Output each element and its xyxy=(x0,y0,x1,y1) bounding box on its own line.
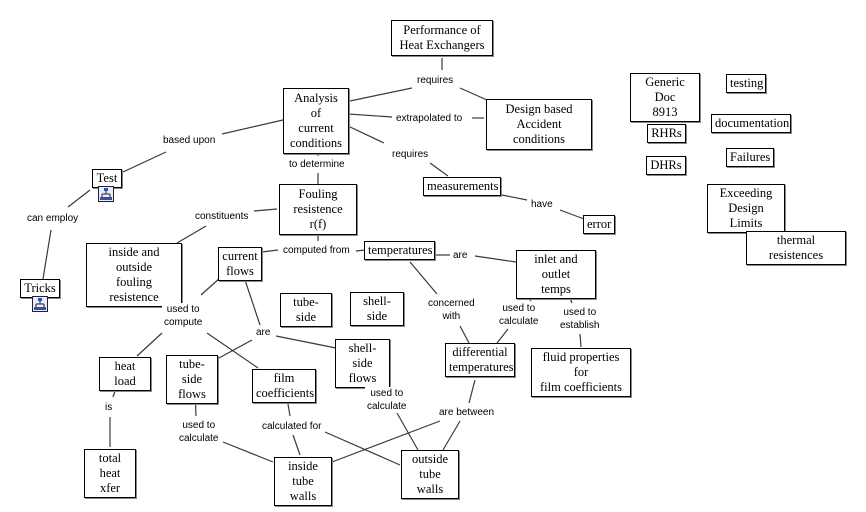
connector xyxy=(501,194,528,201)
link-label-calculated-for[interactable]: calculated for xyxy=(260,420,324,433)
connector xyxy=(67,189,91,208)
link-label-used-to-establish[interactable]: used to establish xyxy=(558,306,602,332)
node-thermal-resistences[interactable]: thermal resistences xyxy=(746,231,846,265)
connector xyxy=(347,113,393,118)
node-performance-of-heat-exchangers[interactable]: Performance of Heat Exchangers xyxy=(391,20,493,56)
connector xyxy=(331,420,441,463)
link-label-used-to-calculate[interactable]: used to calculate xyxy=(365,387,409,413)
node-fouling-resistence[interactable]: Fouling resistence r(f) xyxy=(279,184,357,235)
link-label-to-determine[interactable]: to determine xyxy=(287,158,347,171)
connector xyxy=(429,162,449,177)
connector xyxy=(253,208,278,212)
node-dhrs[interactable]: DHRs xyxy=(646,156,686,175)
connector xyxy=(459,87,488,101)
node-error[interactable]: error xyxy=(583,215,615,234)
connector xyxy=(324,431,401,466)
link-label-extrapolated-to[interactable]: extrapolated to xyxy=(394,112,465,125)
link-label-constituents[interactable]: constituents xyxy=(193,210,251,223)
connector xyxy=(474,255,517,263)
node-shell-side[interactable]: shell-side xyxy=(350,292,404,326)
node-failures[interactable]: Failures xyxy=(726,148,774,167)
node-test[interactable]: Test xyxy=(92,169,122,188)
concept-map-icon[interactable] xyxy=(32,296,48,312)
link-label-are[interactable]: are xyxy=(451,249,470,262)
link-label-is[interactable]: is xyxy=(103,401,115,414)
node-design-based-accident-conditions[interactable]: Design based Accident conditions xyxy=(486,99,592,150)
node-film-coefficients[interactable]: film coefficients xyxy=(252,369,316,403)
connector xyxy=(409,261,438,295)
connector xyxy=(442,420,461,451)
link-label-used-to-calculate[interactable]: used to calculate xyxy=(177,419,221,445)
connector xyxy=(292,434,301,456)
link-label-used-to-compute[interactable]: used to compute xyxy=(162,303,205,329)
node-measurements[interactable]: measurements xyxy=(423,177,501,196)
node-heat-load[interactable]: heat load xyxy=(99,357,151,391)
link-label-are[interactable]: are xyxy=(254,326,273,339)
connector xyxy=(136,332,163,357)
link-label-have[interactable]: have xyxy=(529,198,555,211)
node-inside-tube-walls[interactable]: inside tube walls xyxy=(274,457,332,506)
node-current-flows[interactable]: current flows xyxy=(218,247,262,281)
node-documentation[interactable]: documentation xyxy=(711,114,791,133)
node-shell-side-flows[interactable]: shell-side flows xyxy=(335,339,390,388)
concept-map-icon[interactable] xyxy=(98,186,114,202)
connector xyxy=(200,276,222,296)
node-inlet-outlet-temps[interactable]: inlet and outlet temps xyxy=(516,250,596,299)
link-label-requires[interactable]: requires xyxy=(415,74,456,87)
node-exceeding-design-limits[interactable]: Exceeding Design Limits xyxy=(707,184,785,233)
link-label-based-upon[interactable]: based upon xyxy=(161,134,218,147)
connector xyxy=(579,333,582,348)
connector xyxy=(261,249,279,253)
link-label-computed-from[interactable]: computed from xyxy=(281,244,352,257)
connector xyxy=(355,249,366,252)
connector xyxy=(222,441,274,463)
connector xyxy=(349,87,413,102)
link-label-are-between[interactable]: are between xyxy=(437,406,497,419)
connector xyxy=(221,119,284,135)
connector xyxy=(468,379,476,404)
connector xyxy=(559,209,585,220)
node-inside-outside-fouling-resistence[interactable]: inside and outside fouling resistence xyxy=(86,243,182,307)
connector xyxy=(396,412,419,451)
connector xyxy=(347,125,385,144)
node-tricks[interactable]: Tricks xyxy=(20,279,60,298)
link-label-concerned-with[interactable]: concerned with xyxy=(426,297,477,323)
node-analysis-of-current-conditions[interactable]: Analysis of current conditions xyxy=(283,88,349,154)
node-temperatures[interactable]: temperatures xyxy=(364,241,435,260)
node-fluid-properties[interactable]: fluid properties for film coefficients xyxy=(531,348,631,397)
link-label-requires[interactable]: requires xyxy=(390,148,431,161)
connector xyxy=(176,225,207,244)
link-label-can-employ[interactable]: can employ xyxy=(25,212,81,225)
connector xyxy=(42,229,52,280)
link-label-used-to-calculate[interactable]: used to calculate xyxy=(497,302,541,328)
node-rhrs[interactable]: RHRs xyxy=(647,124,686,143)
node-testing[interactable]: testing xyxy=(726,74,766,93)
node-differential-temperatures[interactable]: differential temperatures xyxy=(445,343,515,377)
node-total-heat-xfer[interactable]: total heat xfer xyxy=(84,449,136,498)
connector xyxy=(122,151,167,173)
connector xyxy=(496,328,509,344)
connector xyxy=(275,335,337,349)
connector xyxy=(287,403,291,417)
connector xyxy=(218,339,253,359)
node-tube-side[interactable]: tube-side xyxy=(280,293,332,327)
connector xyxy=(459,325,470,344)
node-generic-doc-8913[interactable]: Generic Doc 8913 xyxy=(630,73,700,122)
node-outside-tube-walls[interactable]: outside tube walls xyxy=(401,450,459,499)
node-tube-side-flows[interactable]: tube-side flows xyxy=(166,355,218,404)
connector xyxy=(244,279,261,326)
